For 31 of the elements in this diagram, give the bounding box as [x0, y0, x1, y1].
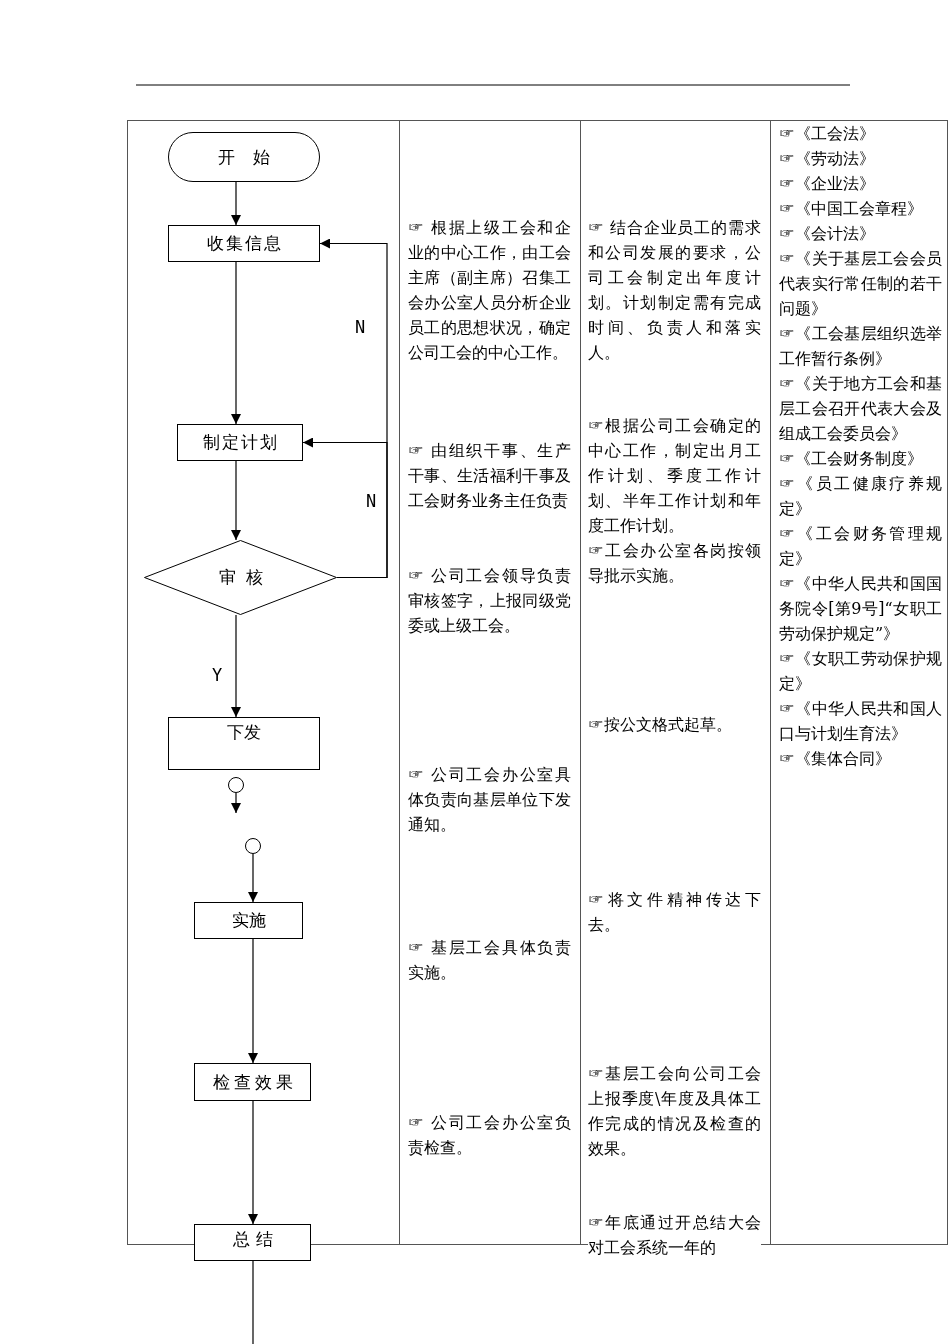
- edge-label: N: [366, 492, 377, 510]
- node-text: 审核: [218, 566, 273, 589]
- node-text: 检查效果: [212, 1070, 297, 1094]
- decision-diamond: [144, 540, 337, 615]
- node-text: 实施: [231, 909, 266, 932]
- connector-circle: [245, 838, 261, 854]
- arrow: [248, 853, 258, 903]
- process-box: [168, 717, 320, 770]
- connector-circle: [228, 777, 244, 793]
- connector-line: [252, 1260, 254, 1344]
- arrow: [248, 1100, 258, 1225]
- process-box: [168, 225, 320, 262]
- arrow: [231, 460, 241, 541]
- arrow: [248, 938, 258, 1064]
- arrow: [231, 181, 241, 226]
- node-text: 制定计划: [203, 431, 279, 454]
- node-text: 开始: [218, 145, 288, 169]
- edge-label: Y: [212, 666, 223, 684]
- arrow: [302, 437, 388, 579]
- arrow: [231, 792, 241, 814]
- terminal-box: [168, 132, 320, 182]
- node-text: 总结: [232, 1228, 279, 1251]
- arrow: [231, 614, 241, 718]
- process-box: [177, 424, 303, 461]
- process-box: [194, 902, 303, 939]
- node-text: 收集信息: [207, 232, 283, 255]
- process-box: [194, 1224, 311, 1261]
- edge-label: N: [355, 318, 366, 336]
- process-box: [194, 1063, 311, 1101]
- arrow: [231, 261, 241, 425]
- node-text: 下发: [227, 721, 261, 744]
